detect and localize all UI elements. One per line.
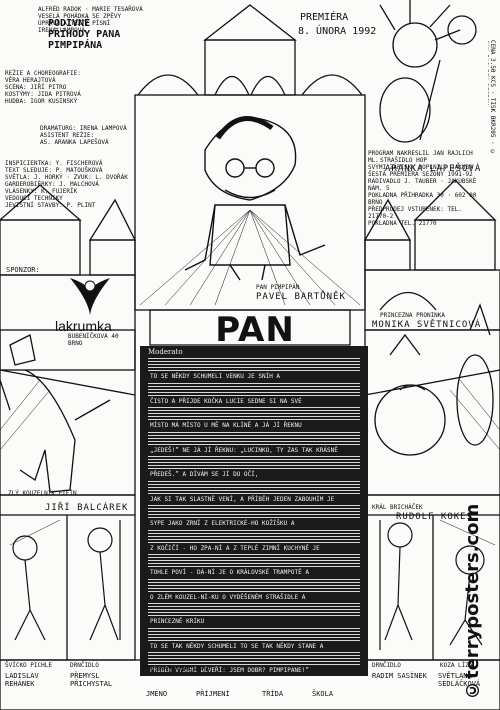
- score-staff: [148, 529, 360, 544]
- credits-director: REŽIE A CHOREOGRAFIE: VĚRA HERAJTOVÁ SCÉ…: [5, 70, 81, 105]
- cast-role-8: KOZA LÍZA: [440, 662, 473, 669]
- score-staff: [148, 652, 360, 666]
- cast-role-2: PRINCEZNA PRONINKA: [380, 312, 446, 319]
- cast-actor-4: RUDOLF KOKEŠ: [396, 512, 474, 522]
- score-staff: [148, 382, 360, 397]
- footer-field-school: ŠKOLA: [312, 690, 334, 698]
- song-score: Moderato TO SE NĚKDY SCHUMELI VENKU JE S…: [140, 346, 368, 676]
- score-lyric-line: ČISTO A PŘIJDE KOČKA LUCIE SEDNE SI NA S…: [150, 397, 302, 405]
- footer-field-surname: PŘÍJMENÍ: [196, 690, 230, 698]
- cast-role-1: PAN PIMPIPÁN: [256, 284, 300, 291]
- cast-role-0: STRAŠIDLO HOP: [380, 157, 427, 164]
- score-staff: [148, 554, 360, 568]
- cast-role-3: ZLÝ KOUZELNÍK FIFÍN: [8, 490, 77, 497]
- footer-field-name: JMÉNO: [146, 690, 168, 698]
- footer-field-class: TŘÍDA: [262, 690, 284, 698]
- score-staff: [148, 456, 360, 470]
- cast-role-4: KRÁL BRICHÁČEK: [372, 504, 423, 511]
- cast-actor-5: LADISLAV REHÁNEK: [5, 672, 39, 688]
- cast-actor-3: JIŘÍ BALCÁREK: [45, 503, 129, 513]
- score-staff: [148, 407, 360, 421]
- subtitle: PODIVNÉ PŘÍHODY PANA PIMPIPÁNA: [48, 18, 121, 51]
- cast-role-7: DRNČIDLO: [372, 662, 401, 669]
- cast-actor-0: ARANKA LAPEŠOVÁ: [385, 164, 482, 174]
- cast-actor-1: PAVEL BARTŮNĚK: [256, 292, 346, 302]
- cast-role-5: ŠVÍCKO PICHLE: [5, 662, 52, 669]
- credits-dramaturgy: DRAMATURG: IRENA LAMPOVÁ ASISTENT REŽIE:…: [40, 125, 127, 146]
- cast-actor-8: SVĚTLANA SEDLÁČKOVÁ: [438, 672, 481, 688]
- side-print-info: CENA 3.50 KČS · TISK BKR205 · © JAN RAJL…: [488, 40, 496, 156]
- credits-staff: INSPICIENTKA: Y. FISCHEROVÁ TEXT SLEDUJE…: [5, 160, 128, 209]
- cast-role-6: DRNČIDLO: [70, 662, 99, 669]
- score-staff: [148, 505, 360, 519]
- score-staff: [148, 431, 360, 446]
- score-lyric-line: SYPE JAKO ZRNÍ Z ELEKTRICKÉ-HO KOŽÍŠKU A: [150, 520, 295, 527]
- score-lyric-line: MÍSTO MÁ MÍSTO U MĚ NA KLÍNĚ A JÁ JÍ ŘEK…: [150, 422, 302, 429]
- premiere-label: PREMIÉRA: [300, 12, 349, 23]
- credits-authors: ALFRÉD RADOK · MARIE TESAŘOVÁ VESELÁ POH…: [38, 6, 143, 34]
- score-lyric-line: TO SE TAK NĚKDY SCHUMELI TO SE TAK NĚKDY…: [150, 642, 324, 650]
- score-lyric-line: TOHLE POVÍ - DÁ-NÍ JE O KRÁLOVSKÉ TRAMPO…: [150, 569, 309, 576]
- score-lyric-line: PŘÍBĚH VYSUMÍ DĚVEŘÍ: JSEM DOBR? PIMPIPA…: [150, 667, 309, 674]
- credits-theatre: PROGRAM NAKRESLIL JAN RAJLICH ML. SVÝMI …: [368, 150, 477, 227]
- score-staff: [148, 603, 360, 617]
- score-staff: [148, 627, 360, 642]
- score-lyric-line: JAK SI TAK SLASTNĚ VENÍ, A PŘÍBĚH JEDEN …: [150, 495, 335, 503]
- sponsor-name: lakrumka: [55, 318, 112, 334]
- cast-actor-2: MONIKA SVĚTNICOVÁ: [372, 320, 482, 330]
- cast-actor-6: PŘEMYSL PŘICHYSTAL: [70, 672, 113, 688]
- sponsor-label: SPONZOR:: [6, 266, 40, 274]
- score-lyric-line: „JEDEŠ!” NE JÁ JÍ ŘEKNU: „LUCINKO, TY ZA…: [150, 446, 338, 454]
- score-lyric-line: PŘEDEŠ.” A DÍVÁM SE JÍ DO OČÍ,: [150, 471, 259, 478]
- cast-actor-7: RADIM SASÍNEK: [372, 672, 427, 680]
- score-lyric-line: Z KOČIČÍ - HO ZPA-NÍ A Z TEPLÉ ZIMNÍ KUC…: [150, 544, 320, 552]
- watermark: ©terryposters.com: [462, 503, 483, 700]
- score-staff: [148, 480, 360, 495]
- score-lyric-line: TO SE NĚKDY SCHUMELI VENKU JE SNÍH A: [150, 373, 281, 380]
- score-staff: [148, 358, 360, 372]
- score-lyric-line: PRINCEZNĚ KRÍKU: [150, 618, 205, 625]
- score-tempo: Moderato: [148, 348, 183, 356]
- premiere-date: 8. ÚNORA 1992: [298, 26, 377, 37]
- sponsor-address: BUBENÍČKOVA 40 BRNO: [68, 333, 119, 347]
- score-lyric-line: O ZLÉM KOUZEL-NÍ-KU O VYDĚŠENÉM STRAŠIDL…: [150, 593, 306, 601]
- score-staff: [148, 578, 360, 593]
- footer-program-label: PROGRAM OMALOVAL: [142, 664, 210, 672]
